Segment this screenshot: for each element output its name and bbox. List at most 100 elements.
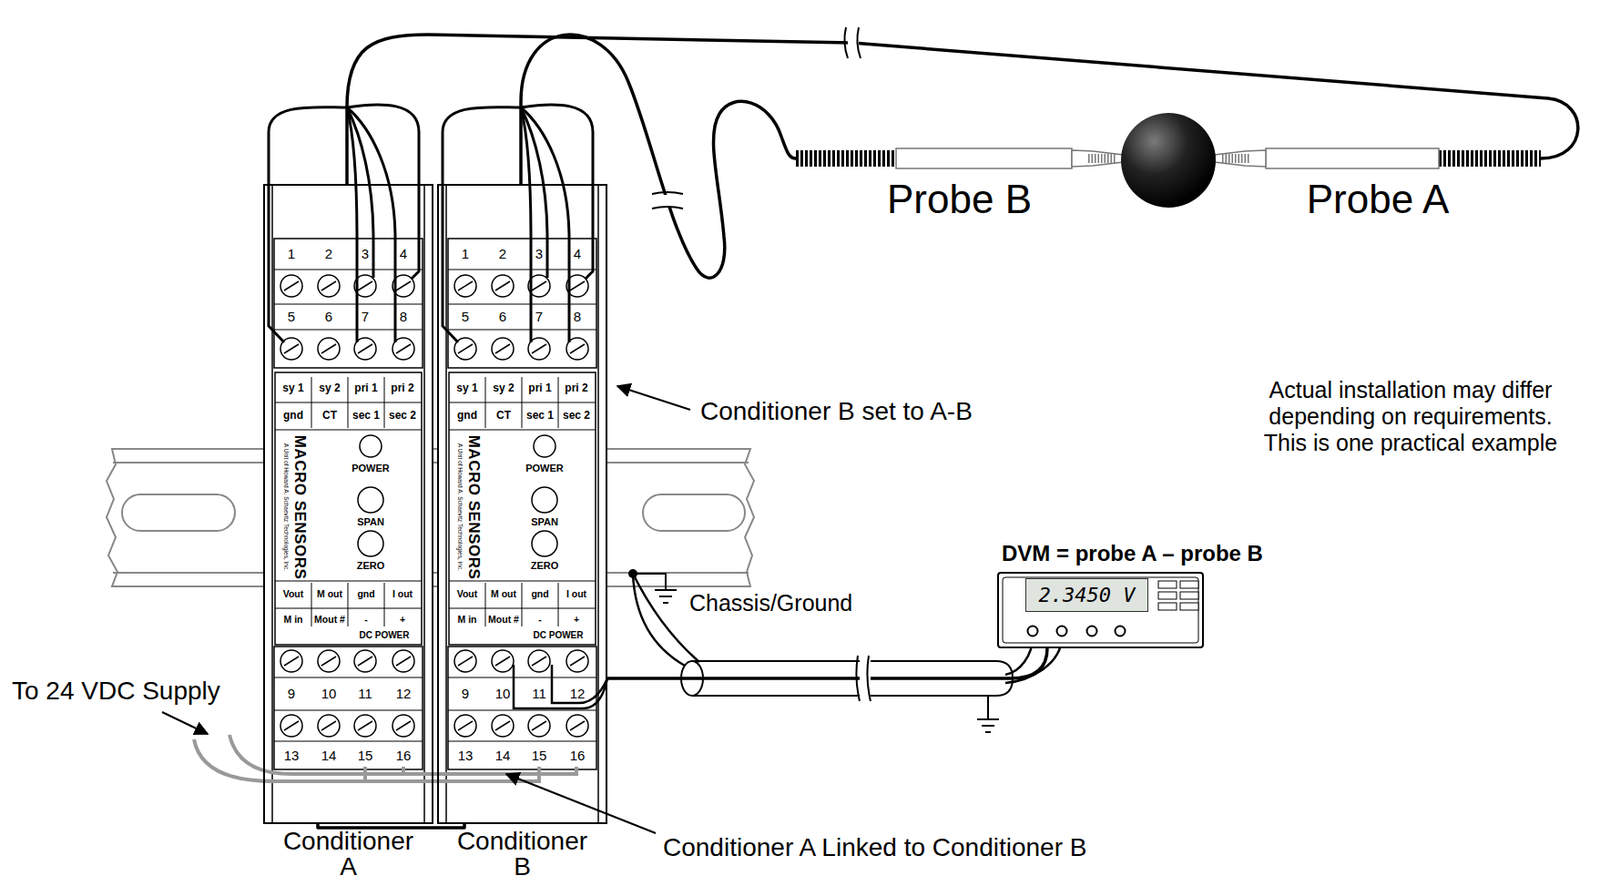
pin-name: pri 1	[528, 382, 551, 395]
brand-logo: MACRO SENSORS	[291, 435, 309, 581]
pin-name: -	[364, 614, 368, 626]
caption: Conditioner A	[277, 828, 419, 880]
cable	[317, 824, 465, 828]
target-ball	[1121, 112, 1216, 208]
pin-name: +	[573, 614, 580, 626]
voltmeter-drawing	[1180, 591, 1199, 600]
pin-name: gnd	[530, 589, 549, 601]
terminal-number: 5	[287, 309, 296, 326]
voltmeter-drawing	[1158, 602, 1177, 611]
pin-name: pri 2	[390, 382, 414, 395]
module-name: Conditioner A	[277, 828, 419, 880]
probe-b-drawing	[795, 150, 897, 167]
general-note: Actual installation may differ depending…	[1255, 377, 1566, 457]
brand-logo: MACRO SENSORS	[465, 435, 483, 581]
probe-a-drawing	[1222, 153, 1250, 164]
brand-tagline: A Unit of Howard A. Schaevitz Technologi…	[456, 443, 463, 571]
pin-name: sy 1	[456, 382, 478, 395]
probe-a-drawing	[1214, 148, 1541, 169]
terminal-number: 11	[357, 686, 373, 703]
display-screen: 2.3450 V	[1025, 578, 1149, 612]
voltmeter-drawing	[1028, 626, 1126, 637]
probe-name: Probe B	[886, 176, 1032, 223]
pin-name: CT	[496, 409, 511, 422]
shield-cable	[692, 661, 1013, 696]
voltmeter: DVM = probe A – probe B2.3450 V	[997, 571, 1204, 649]
leader-arrows	[162, 386, 691, 834]
terminal-number: 1	[287, 246, 296, 263]
terminal-number: 12	[570, 686, 586, 703]
pin-name: M out	[316, 589, 343, 601]
pin-name: DC POWER	[359, 630, 410, 641]
pin-name: sec 1	[352, 409, 380, 422]
pin-name: Mout #	[314, 614, 346, 626]
voltmeter-drawing	[1180, 602, 1199, 611]
pin-name: M in	[458, 614, 478, 626]
terminal-number: 6	[499, 309, 507, 326]
cable	[520, 34, 796, 278]
terminal-number: 1	[461, 246, 469, 263]
supply-wires	[193, 734, 577, 782]
pin-name: I out	[392, 589, 413, 601]
terminal-number: 16	[570, 748, 586, 765]
break-mark	[844, 27, 861, 59]
voltmeter-drawing	[997, 571, 1204, 649]
pin-name: sy 1	[282, 382, 304, 395]
control-name: ZERO	[530, 560, 560, 571]
caption: Probe A	[1306, 176, 1450, 223]
control-name: POWER	[351, 462, 390, 474]
caption: Probe B	[886, 176, 1032, 223]
terminal-number: 4	[573, 246, 581, 263]
terminal-number: 8	[573, 309, 581, 326]
din-rail	[642, 494, 745, 531]
pin-name: gnd	[356, 589, 375, 601]
terminal-number: 14	[321, 748, 337, 765]
conditioner-module	[263, 104, 434, 825]
probe-b-drawing	[1088, 153, 1116, 164]
control-name: SPAN	[356, 516, 385, 528]
pin-name: CT	[322, 409, 337, 422]
voltmeter-drawing	[1057, 626, 1068, 637]
din-rail	[122, 494, 235, 531]
terminal-number: 11	[531, 686, 547, 703]
break-mark	[856, 655, 871, 702]
terminal-number: 2	[325, 246, 333, 263]
terminal-number: 4	[399, 246, 408, 263]
break-mark	[652, 194, 683, 207]
probe-b-drawing	[795, 148, 1123, 169]
pin-name: DC POWER	[533, 630, 584, 641]
probe-a-drawing	[1214, 150, 1266, 167]
leader-arrows	[617, 386, 691, 410]
pin-name: M in	[284, 614, 304, 626]
pin-name: sy 2	[318, 382, 340, 395]
terminal-number: 8	[399, 309, 408, 326]
probe-name: Probe A	[1306, 176, 1450, 223]
callout-note: To 24 VDC Supply	[11, 677, 221, 706]
voltmeter-drawing	[1028, 626, 1039, 637]
terminal-number: 3	[361, 246, 369, 263]
terminal-number: 14	[495, 748, 511, 765]
terminal-number: 6	[325, 309, 333, 326]
leader-arrows	[506, 774, 656, 834]
pin-name: M out	[490, 589, 517, 601]
pin-name: Mout #	[488, 614, 520, 626]
terminal-number: 2	[499, 246, 507, 263]
terminal-number: 15	[531, 748, 548, 765]
terminal-number: 13	[284, 748, 300, 765]
terminal-number: 7	[361, 309, 369, 326]
meter-reading: 2.3450 V	[1039, 583, 1136, 607]
terminal-number: 3	[535, 246, 543, 263]
pin-name: pri 1	[354, 382, 378, 395]
pin-name: sec 2	[388, 409, 417, 422]
pin-name: +	[399, 614, 406, 626]
terminal-number: 13	[458, 748, 474, 765]
voltmeter-drawing	[1002, 577, 1199, 643]
control-name: SPAN	[530, 516, 559, 528]
voltmeter-drawing	[1087, 626, 1098, 637]
pin-name: -	[538, 614, 542, 626]
control-name: POWER	[525, 462, 564, 474]
probe: Probe A	[1214, 145, 1541, 172]
pin-name: pri 2	[564, 382, 588, 395]
terminal-number: 10	[495, 686, 511, 703]
